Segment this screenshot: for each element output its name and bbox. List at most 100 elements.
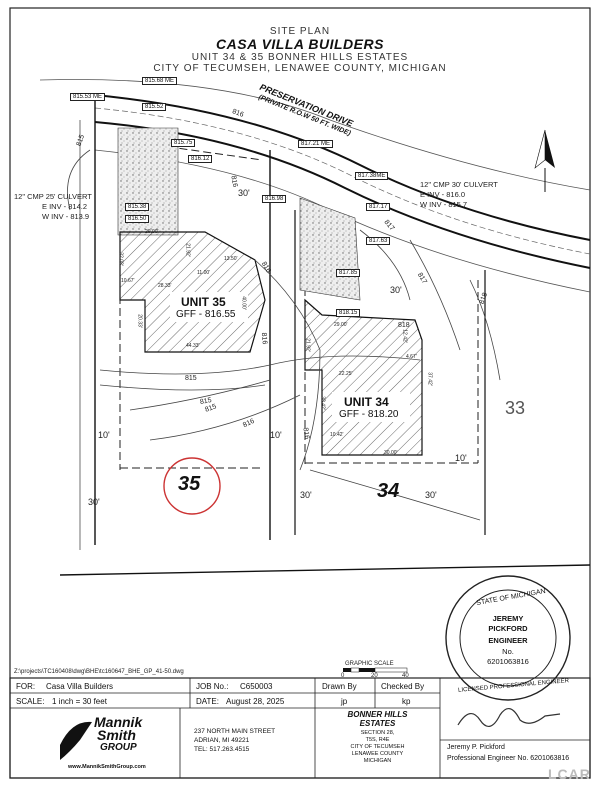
tb-scale-value: 1 inch = 30 feet <box>52 697 107 706</box>
scale-title: GRAPHIC SCALE <box>345 661 394 667</box>
contour-816a <box>149 394 301 441</box>
bldg-dim: 10.67' <box>121 278 135 284</box>
bldg-dim: 32.08' <box>117 252 124 266</box>
bldg-dim: 11.00' <box>197 270 211 276</box>
tb-section-3: CITY OF TECUMSEH <box>350 744 405 750</box>
bldg-dim: 20.33' <box>136 314 143 328</box>
scale-seg-2 <box>350 667 360 673</box>
tb-for-label: FOR: <box>16 682 36 691</box>
engineer-signature <box>457 708 561 727</box>
dim-label: 30' <box>390 285 402 295</box>
dim-label: 30' <box>88 497 100 507</box>
contour-label: 815 <box>185 375 197 382</box>
contour-815c <box>129 379 271 411</box>
elev-box: 816.98 <box>262 195 287 203</box>
elev-box: 815.53 ME <box>70 93 106 101</box>
engineer-license-line: Professional Engineer No. 6201063816 <box>447 755 570 762</box>
road-centerline <box>94 107 591 255</box>
dim-label: 10' <box>98 430 110 440</box>
contour-816b <box>254 259 321 471</box>
bldg-dim: 21.92' <box>184 243 191 257</box>
tb-for-value: Casa Villa Builders <box>46 682 113 691</box>
tb-project-2: ESTATES <box>359 719 396 728</box>
tb-drawn-value: jp <box>341 697 348 706</box>
scale-seg-4 <box>374 667 408 673</box>
dim-label: 30' <box>300 490 312 500</box>
lot-34-number: 34 <box>377 480 400 502</box>
plan-subtitle: SITE PLAN <box>269 26 331 37</box>
plan-location-line: CITY OF TECUMSEH, LENAWEE COUNTY, MICHIG… <box>153 63 447 74</box>
unit-34-label: UNIT 34 <box>344 395 389 409</box>
culvert-left-east-inv: E INV - 814.2 <box>42 202 88 211</box>
elev-box: 817.63 <box>366 237 391 245</box>
driveway-34 <box>299 197 361 301</box>
bldg-dim: 12.42' <box>401 329 408 343</box>
plan-title: CASA VILLA BUILDERS <box>216 36 384 52</box>
bldg-dim: 10.42' <box>330 432 344 438</box>
unit-35-label-bg <box>170 292 248 322</box>
elev-box: 817.17 <box>366 203 391 211</box>
contour-818b <box>309 469 481 521</box>
road-edge-north <box>94 94 591 241</box>
contour-818 <box>469 279 501 381</box>
tb-scale-label: SCALE: <box>16 697 45 706</box>
company-url[interactable]: www.MannikSmithGroup.com <box>68 764 146 770</box>
bldg-dim: 38.42' <box>319 396 326 410</box>
tb-section-2: T5S, R4E <box>365 737 390 743</box>
culvert-right-east-inv: E INV - 816.0 <box>420 190 466 199</box>
bldg-dim: 28.33' <box>158 283 172 289</box>
tb-section-5: MICHIGAN <box>363 758 392 764</box>
seal-name-1: JEREMY <box>492 614 524 623</box>
elev-box: 817.38ME <box>355 172 389 180</box>
bldg-dim: 30.00' <box>384 450 398 456</box>
company-phone: TEL: 517.263.4515 <box>194 746 250 753</box>
elev-box: 815.52 <box>142 103 167 111</box>
culvert-left-title: 12" CMP 25' CULVERT <box>14 192 92 201</box>
elev-box: 817.21 ME <box>298 140 334 148</box>
plan-project-line: UNIT 34 & 35 BONNER HILLS ESTATES <box>191 52 409 63</box>
unit-35-gff: GFF - 816.55 <box>176 309 236 320</box>
lot-35-number: 35 <box>178 473 201 495</box>
tb-section-1: SECTION 28, <box>360 730 395 736</box>
tb-drawn-label: Drawn By <box>322 682 357 691</box>
elev-box: 815.68 ME <box>142 77 178 85</box>
contour-815a <box>99 355 421 375</box>
contour-817b <box>409 239 461 351</box>
bldg-dim: 29.00' <box>334 322 348 328</box>
lot-33-number: 33 <box>505 398 526 418</box>
contour-label: 816 <box>259 332 268 345</box>
tb-project-1: BONNER HILLS <box>347 710 408 719</box>
engineer-seal-outer <box>445 575 571 701</box>
tb-checked-label: Checked By <box>381 682 425 691</box>
culvert-right-title: 12" CMP 30' CULVERT <box>420 180 498 189</box>
contour-815-west <box>67 149 91 211</box>
bldg-dim: 37.42' <box>426 372 433 386</box>
tb-job-value: C650003 <box>240 682 273 691</box>
rear-lot-line <box>59 564 591 576</box>
lcar-watermark: LCAR <box>548 766 591 782</box>
road-edge-south <box>94 121 591 269</box>
scale-seg-1 <box>343 668 351 672</box>
seal-name-2: PICKFORD <box>488 624 528 633</box>
company-name-1: Mannik <box>94 714 143 730</box>
seal-no-label: No. <box>502 647 514 656</box>
dim-label: 30' <box>425 490 437 500</box>
tb-job-label: JOB No.: <box>196 682 229 691</box>
bldg-dim: 21.92' <box>304 338 311 352</box>
bldg-dim: 22.25' <box>339 371 353 377</box>
contour-label: 818 <box>398 322 410 329</box>
seal-title: ENGINEER <box>488 636 528 645</box>
unit-34-label-bg <box>332 392 410 422</box>
engineer-name: Jeremy P. Pickford <box>447 744 505 751</box>
bldg-dim: 4.67' <box>406 354 417 360</box>
contour-817 <box>359 229 411 301</box>
bldg-dim: 29.00' <box>145 229 159 235</box>
title-block-frame <box>9 677 591 779</box>
tb-date-value: August 28, 2025 <box>226 697 285 706</box>
scale-seg-3 <box>359 668 375 672</box>
scale-tick-0: 0 <box>341 673 345 679</box>
contour-815b <box>99 384 266 391</box>
north-arrow-icon <box>534 129 555 192</box>
unit-35-label: UNIT 35 <box>181 295 226 309</box>
